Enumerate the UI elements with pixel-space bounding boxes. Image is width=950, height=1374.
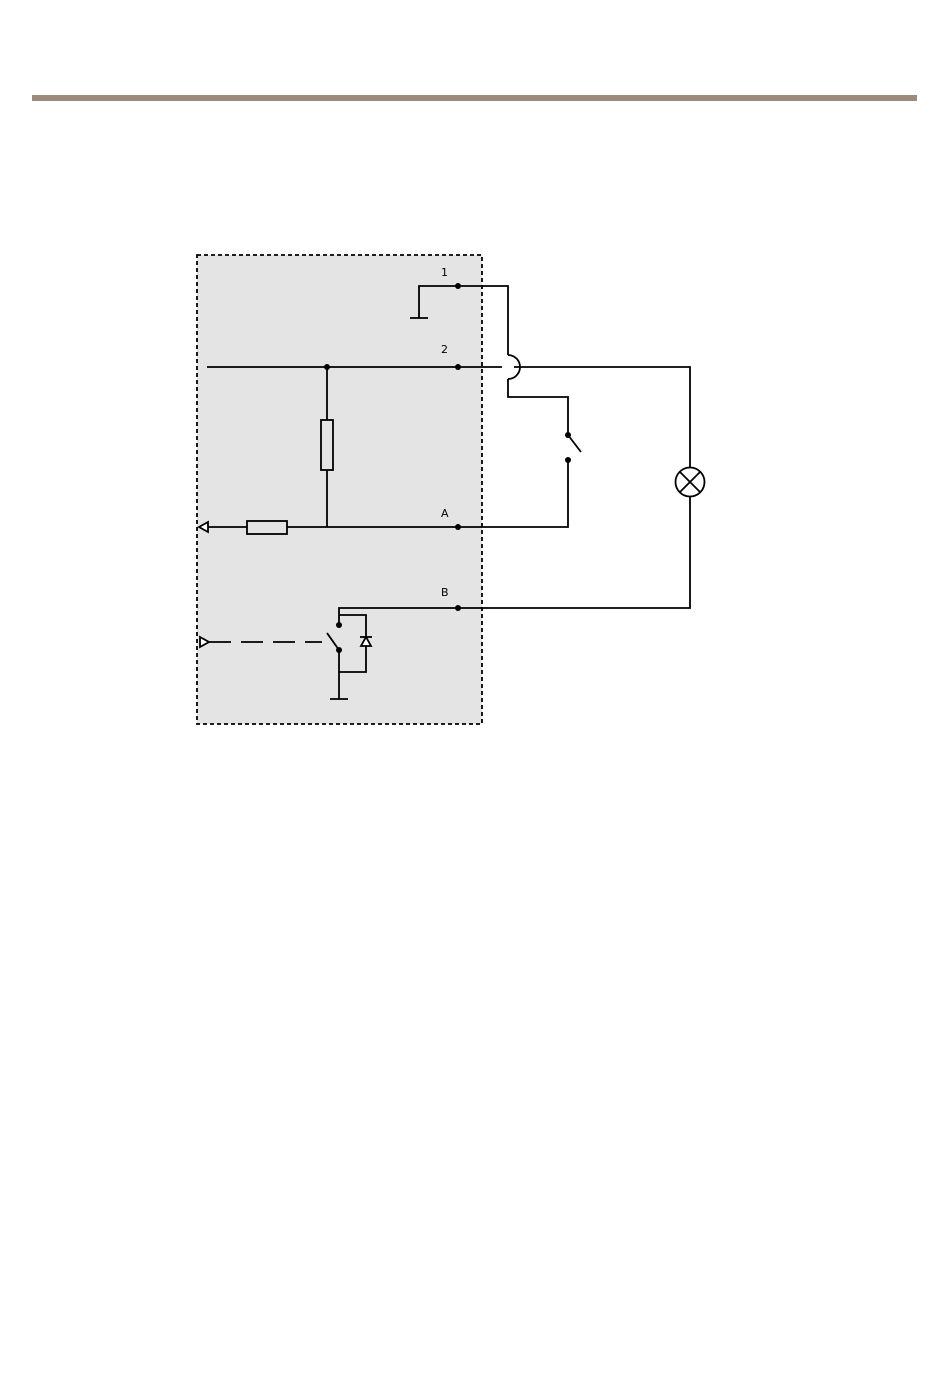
lamp-return-wiring [458,497,690,608]
terminal-2-dot [455,364,461,370]
relay-contact-dot [336,622,342,628]
switch-icon [568,435,581,452]
junction-dot [324,364,330,370]
switch-contact-dot [565,432,571,438]
lamp-icon [676,468,705,497]
terminal-b-dot [455,605,461,611]
relay-contact-dot [336,647,342,653]
terminal-2-label: 2 [441,343,448,356]
terminal-b-label: B [441,586,449,599]
terminal-1-label: 1 [441,266,448,279]
terminal-1-dot [455,283,461,289]
terminal-a-dot [455,524,461,530]
terminal-a-label: A [441,507,449,520]
switch-contact-dot [565,457,571,463]
